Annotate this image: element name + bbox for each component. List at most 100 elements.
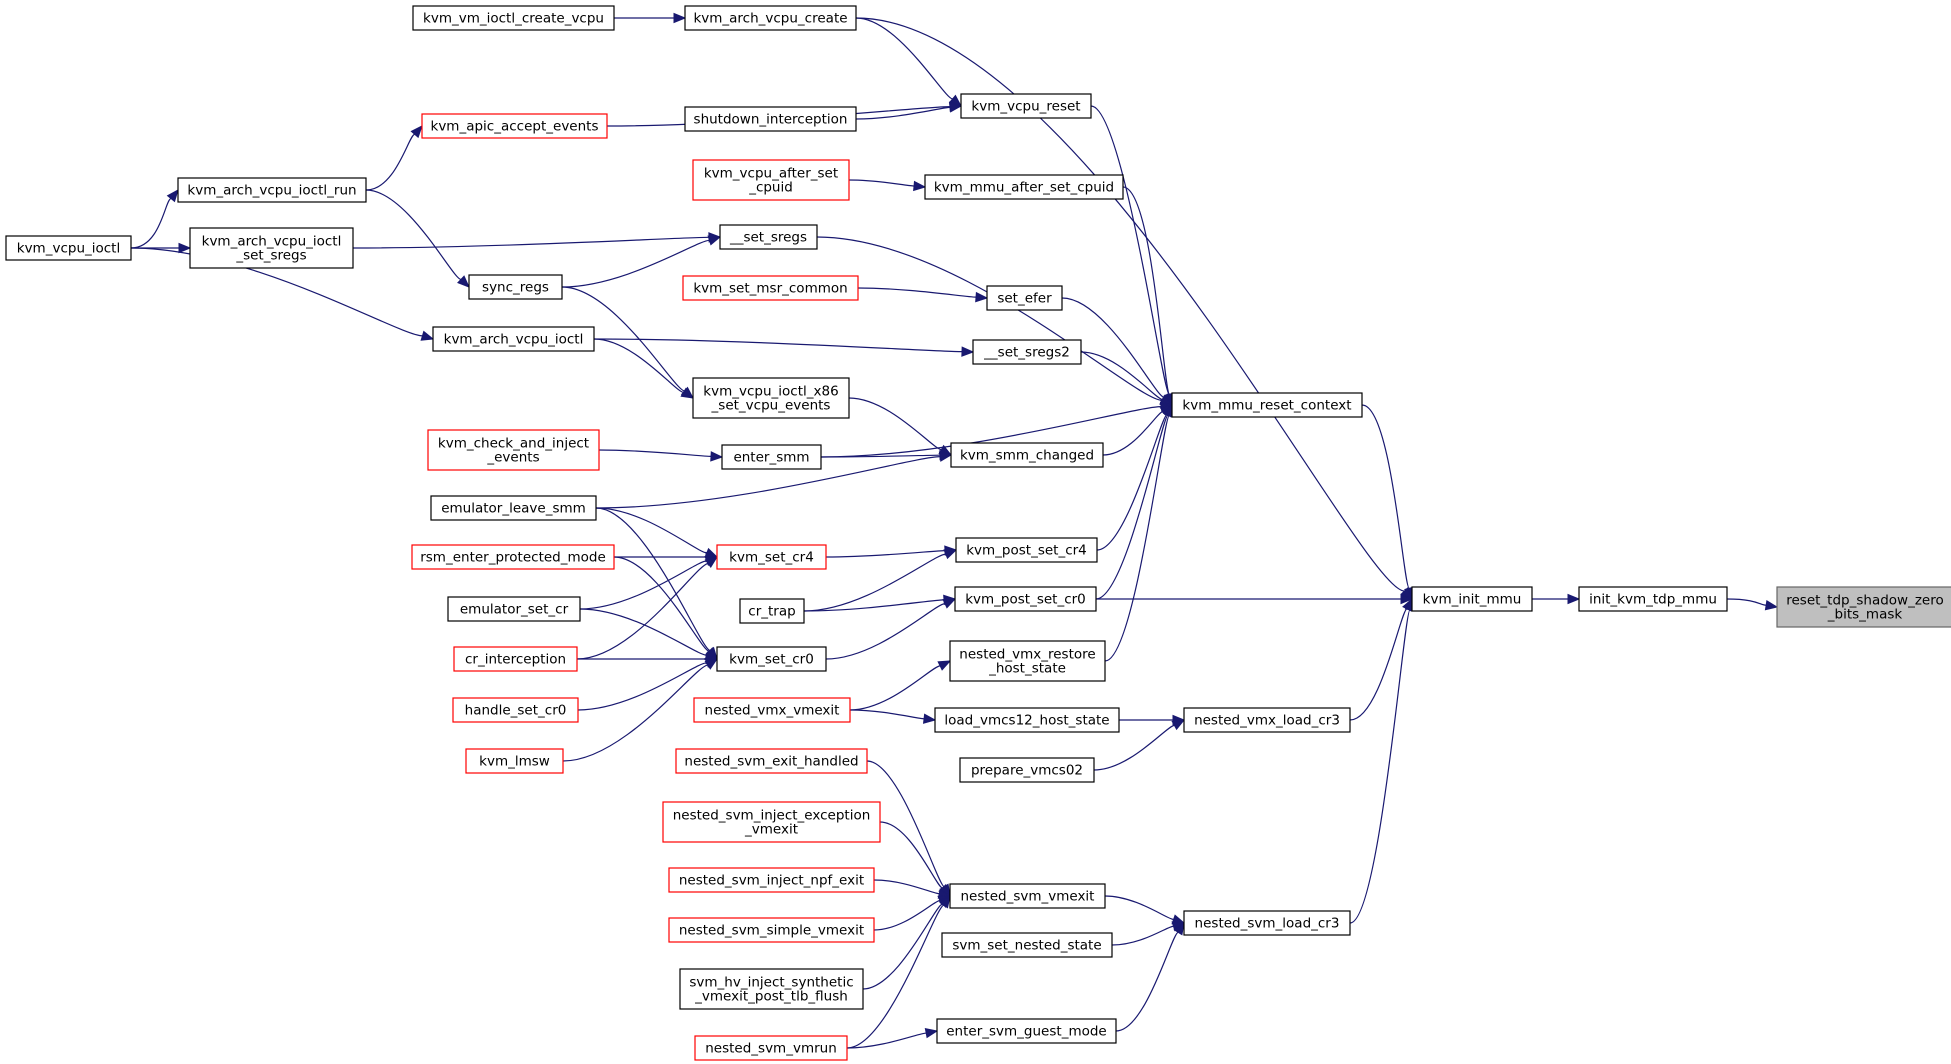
edge-line	[846, 1032, 927, 1049]
edge-line	[352, 236, 710, 249]
edge-svm_set_nested_state-to-nested_svm_load_cr3	[1111, 921, 1186, 946]
node-label: init_kvm_tdp_mmu	[1589, 592, 1717, 608]
arrow-head	[942, 598, 957, 609]
node-nested_svm_inject_exception_vmexit[interactable]: nested_svm_inject_exception_vmexit	[662, 801, 881, 843]
node-box	[716, 646, 827, 672]
arrow-head	[707, 235, 722, 246]
node-set_sregs[interactable]: __set_sregs	[719, 224, 818, 250]
node-kvm_check_and_inject_events[interactable]: kvm_check_and_inject_events	[427, 429, 600, 471]
node-kvm_set_msr_common[interactable]: kvm_set_msr_common	[682, 275, 859, 301]
node-svm_set_nested_state[interactable]: svm_set_nested_state	[941, 932, 1113, 958]
node-nested_svm_vmexit[interactable]: nested_svm_vmexit	[949, 883, 1106, 909]
node-box	[1578, 586, 1728, 612]
node-label: cr_trap	[748, 604, 795, 620]
node-label: nested_svm_load_cr3	[1195, 916, 1340, 932]
node-nested_svm_vmrun[interactable]: nested_svm_vmrun	[694, 1035, 848, 1061]
node-kvm_vcpu_reset[interactable]: kvm_vcpu_reset	[960, 93, 1092, 119]
node-kvm_arch_vcpu_ioctl_set_sregs[interactable]: kvm_arch_vcpu_ioctl_set_sregs	[189, 227, 354, 269]
node-box	[177, 177, 367, 203]
node-kvm_vcpu_ioctl[interactable]: kvm_vcpu_ioctl	[5, 235, 132, 261]
node-kvm_mmu_after_set_cpuid[interactable]: kvm_mmu_after_set_cpuid	[924, 174, 1124, 200]
node-label: nested_svm_exit_handled	[684, 754, 858, 770]
node-kvm_arch_vcpu_ioctl[interactable]: kvm_arch_vcpu_ioctl	[432, 326, 595, 352]
node-kvm_init_mmu[interactable]: kvm_init_mmu	[1411, 586, 1533, 612]
edge-nested_svm_load_cr3-to-kvm_init_mmu	[1349, 597, 1415, 924]
node-kvm_set_cr4[interactable]: kvm_set_cr4	[716, 544, 827, 570]
node-kvm_apic_accept_events[interactable]: kvm_apic_accept_events	[421, 113, 608, 139]
edge-kvm_post_set_cr0-to-kvm_mmu_reset_context	[1095, 403, 1173, 600]
node-handle_set_cr0[interactable]: handle_set_cr0	[452, 697, 579, 723]
node-load_vmcs12_host_state[interactable]: load_vmcs12_host_state	[934, 707, 1120, 733]
edge-line	[849, 709, 925, 720]
arrow-head	[913, 180, 927, 192]
node-kvm_arch_vcpu_create[interactable]: kvm_arch_vcpu_create	[684, 5, 857, 31]
edge-line	[825, 549, 946, 558]
node-svm_hv_inject_synthetic[interactable]: svm_hv_inject_synthetic_vmexit_post_tlb_…	[679, 968, 864, 1010]
node-sync_regs[interactable]: sync_regs	[468, 274, 563, 300]
node-kvm_post_set_cr0[interactable]: kvm_post_set_cr0	[954, 586, 1097, 612]
node-cr_interception[interactable]: cr_interception	[453, 646, 578, 672]
node-emulator_set_cr[interactable]: emulator_set_cr	[447, 596, 581, 622]
node-box	[189, 227, 354, 269]
node-label: nested_vmx_restore	[959, 647, 1095, 663]
node-kvm_arch_vcpu_ioctl_run[interactable]: kvm_arch_vcpu_ioctl_run	[177, 177, 367, 203]
node-nested_vmx_restore_host_state[interactable]: nested_vmx_restore_host_state	[949, 640, 1106, 682]
node-kvm_mmu_reset_context[interactable]: kvm_mmu_reset_context	[1171, 392, 1363, 418]
node-label: kvm_set_cr0	[729, 652, 814, 668]
edge-line	[1080, 351, 1163, 401]
node-nested_svm_simple_vmexit[interactable]: nested_svm_simple_vmexit	[668, 917, 875, 943]
node-kvm_lmsw[interactable]: kvm_lmsw	[465, 748, 564, 774]
node-label: __set_sregs2	[983, 345, 1070, 361]
node-shutdown_interception[interactable]: shutdown_interception	[684, 106, 857, 132]
node-kvm_smm_changed[interactable]: kvm_smm_changed	[950, 442, 1104, 468]
node-nested_svm_inject_npf_exit[interactable]: nested_svm_inject_npf_exit	[668, 867, 875, 893]
node-set_sregs2[interactable]: __set_sregs2	[972, 339, 1082, 365]
node-enter_smm[interactable]: enter_smm	[721, 444, 822, 470]
node-kvm_vm_ioctl_create_vcpu[interactable]: kvm_vm_ioctl_create_vcpu	[412, 5, 615, 31]
node-kvm_vcpu_after_set_cpuid[interactable]: kvm_vcpu_after_set_cpuid	[692, 159, 850, 201]
edge-line	[579, 608, 707, 656]
node-label: kvm_lmsw	[479, 754, 550, 770]
edge-line	[1349, 609, 1411, 924]
node-nested_svm_load_cr3[interactable]: nested_svm_load_cr3	[1183, 910, 1351, 936]
node-box	[432, 326, 595, 352]
node-reset_tdp[interactable]: reset_tdp_shadow_zero_bits_mask	[1776, 586, 1951, 628]
edge-nested_svm_inject_exception_vmexit-to-nested_svm_vmexit	[879, 821, 951, 897]
edge-nested_vmx_restore_host_state-to-kvm_mmu_reset_context	[1104, 403, 1175, 662]
edge-line	[1122, 186, 1171, 395]
edge-cr_trap-to-kvm_post_set_cr4	[803, 549, 958, 612]
edge-init_kvm_tdp_mmu-to-reset_tdp	[1726, 598, 1779, 611]
arrow-head	[420, 330, 435, 341]
node-init_kvm_tdp_mmu[interactable]: init_kvm_tdp_mmu	[1578, 586, 1728, 612]
node-prepare_vmcs02[interactable]: prepare_vmcs02	[959, 757, 1095, 783]
edge-line	[576, 562, 709, 660]
edge-line	[803, 553, 946, 612]
edge-line	[873, 899, 941, 931]
node-set_efer[interactable]: set_efer	[986, 285, 1063, 311]
node-kvm_vcpu_ioctl_x86_set_vcpu_events[interactable]: kvm_vcpu_ioctl_x86_set_vcpu_events	[692, 377, 850, 419]
edge-set_sregs-to-kvm_mmu_reset_context	[816, 236, 1174, 406]
node-kvm_post_set_cr4[interactable]: kvm_post_set_cr4	[955, 537, 1098, 563]
node-label: kvm_arch_vcpu_ioctl_run	[187, 183, 356, 199]
node-enter_svm_guest_mode[interactable]: enter_svm_guest_mode	[936, 1018, 1117, 1044]
node-box	[421, 113, 608, 139]
node-rsm_enter_protected_mode[interactable]: rsm_enter_protected_mode	[411, 544, 615, 570]
node-kvm_set_cr0[interactable]: kvm_set_cr0	[716, 646, 827, 672]
node-label: _cpuid	[748, 180, 793, 196]
node-nested_vmx_vmexit[interactable]: nested_vmx_vmexit	[693, 697, 851, 723]
edge-nested_svm_vmrun-to-enter_svm_guest_mode	[846, 1027, 939, 1049]
node-box	[662, 801, 881, 843]
arrow-head	[178, 242, 192, 254]
node-nested_svm_exit_handled[interactable]: nested_svm_exit_handled	[675, 748, 868, 774]
edge-line	[1104, 415, 1170, 662]
edge-kvm_set_cr0-to-kvm_post_set_cr0	[825, 598, 957, 660]
node-cr_trap[interactable]: cr_trap	[739, 598, 805, 624]
node-label: handle_set_cr0	[465, 703, 567, 719]
node-emulator_leave_smm[interactable]: emulator_leave_smm	[430, 495, 597, 521]
arrow-head	[924, 1027, 939, 1039]
node-nested_vmx_load_cr3[interactable]: nested_vmx_load_cr3	[1183, 707, 1351, 733]
edge-nested_svm_vmrun-to-nested_svm_vmexit	[846, 894, 951, 1049]
edge-line	[1093, 724, 1175, 771]
node-box	[739, 598, 805, 624]
edge-line	[855, 17, 1405, 592]
